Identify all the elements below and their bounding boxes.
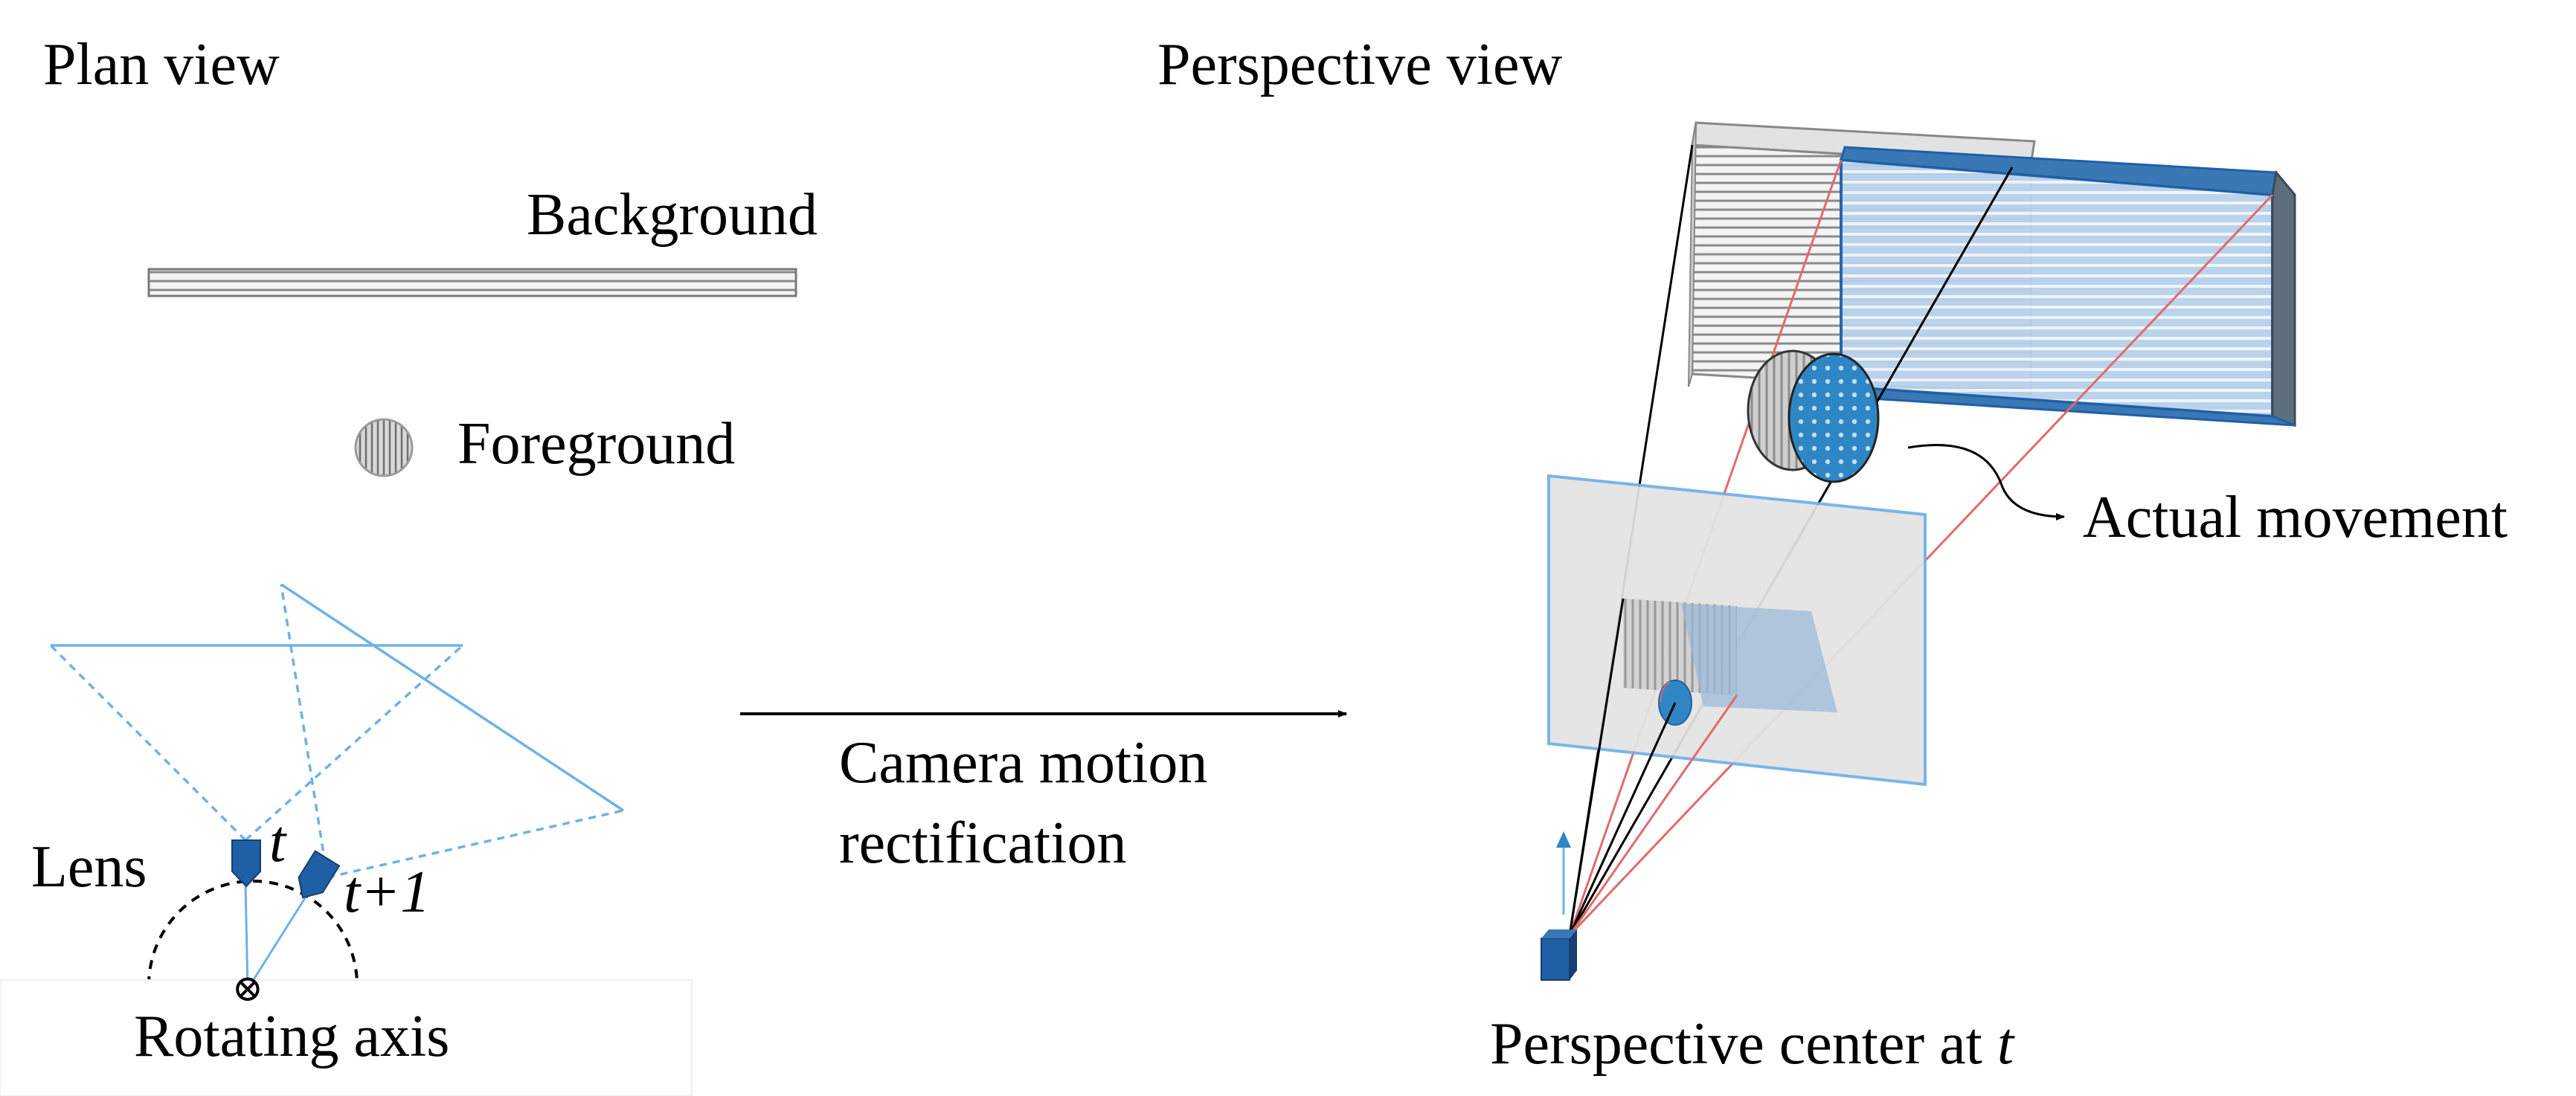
axis-label-panel: [0, 979, 693, 1096]
actual-movement-label: Actual movement: [2083, 485, 2508, 550]
background-slab-blue: [1840, 146, 2296, 428]
camera-t-icon: [231, 839, 261, 888]
rotating-axis-label: Rotating axis: [134, 1004, 449, 1069]
perspective-center-label: Perspective center at t: [1490, 1011, 2015, 1077]
plan-view-title: Plan view: [43, 32, 280, 97]
actual-movement-arrow: [1907, 444, 2065, 520]
foreground-object: [354, 418, 414, 477]
projection-rays-lower: [1568, 598, 1738, 936]
image-plane: [1547, 474, 1927, 787]
t-label: t: [269, 809, 287, 874]
background-label: Background: [527, 182, 818, 248]
t1-label: t+1: [344, 860, 430, 925]
rectification-label-line2: rectification: [839, 810, 1126, 876]
lens-label: Lens: [31, 834, 147, 900]
foreground-label: Foreground: [457, 411, 735, 477]
foreground-object-blue: [1788, 352, 1880, 483]
perspective-center-camera-icon: [1541, 929, 1577, 981]
rectification-label-line1: Camera motion: [839, 730, 1207, 796]
up-arrowhead: [1556, 831, 1571, 848]
radius-line-t: [244, 884, 249, 990]
perspective-view-title: Perspective view: [1157, 32, 1562, 97]
radius-line-t1: [246, 892, 310, 990]
camera-t1-icon: [298, 850, 341, 899]
frustum-t: [49, 644, 464, 842]
background-bar: [147, 268, 797, 297]
rotation-path: [147, 880, 359, 986]
frustum-t1: [280, 583, 624, 879]
rotating-axis-icon: ⊗: [232, 967, 263, 1009]
